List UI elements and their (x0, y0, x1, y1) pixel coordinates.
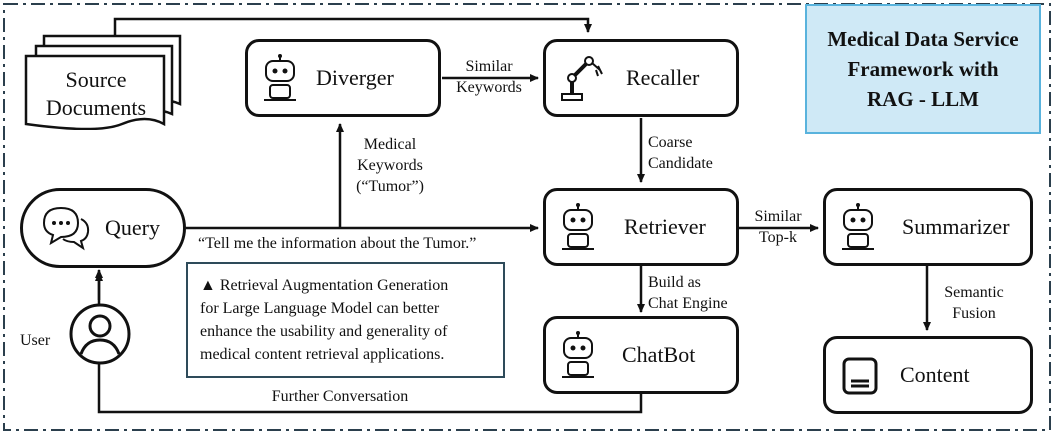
title-line: RAG - LLM (867, 87, 979, 111)
content-label: Content (900, 362, 970, 387)
medical-keywords-label: Medical Keywords (“Tumor”) (356, 136, 424, 195)
robot-icon (562, 203, 594, 250)
title-line: Medical Data Service (827, 27, 1019, 51)
similar-topk-label: Similar Top-k (754, 208, 802, 246)
content-node[interactable]: Content (823, 336, 1033, 414)
content-document-icon (842, 357, 878, 395)
recaller-label: Recaller (626, 65, 700, 90)
source-documents-label: Source Documents (45, 67, 147, 120)
user-icon (69, 303, 131, 365)
summarizer-node[interactable]: Summarizer (823, 188, 1033, 266)
chatbot-label: ChatBot (622, 342, 696, 367)
build-chat-engine-label: Build as Chat Engine (648, 274, 728, 312)
recaller-node[interactable]: Recaller (543, 39, 739, 117)
query-text-label: “Tell me the information about the Tumor… (198, 235, 477, 252)
robot-icon (264, 54, 296, 101)
note-line: medical content retrieval applications. (200, 346, 445, 363)
note-line: ▲ Retrieval Augmentation Generation (200, 277, 449, 294)
diverger-label: Diverger (316, 65, 394, 90)
edge-source-to-recaller (113, 17, 592, 38)
title-line: Framework with (847, 57, 999, 81)
diverger-node[interactable]: Diverger (245, 39, 441, 117)
query-label: Query (105, 215, 160, 240)
robot-arm-icon (561, 56, 603, 101)
retriever-node[interactable]: Retriever (543, 188, 739, 266)
chat-bubbles-icon (42, 206, 90, 251)
query-node[interactable]: Query (20, 188, 186, 268)
coarse-candidate-label: Coarse Candidate (648, 134, 713, 172)
chatbot-node[interactable]: ChatBot (543, 316, 739, 394)
semantic-fusion-label: Semantic Fusion (944, 284, 1004, 322)
note-line: for Large Language Model can better (200, 300, 440, 317)
summarizer-label: Summarizer (902, 214, 1010, 239)
note-box: ▲ Retrieval Augmentation Generation for … (186, 262, 505, 378)
document-icon (24, 34, 182, 130)
retriever-label: Retriever (624, 214, 706, 239)
robot-icon (842, 203, 874, 250)
similar-keywords-label: Similar Keywords (456, 58, 522, 96)
user-label: User (20, 332, 51, 349)
robot-icon (562, 331, 594, 378)
note-line: enhance the usability and generality of (200, 323, 448, 340)
further-conversation-label: Further Conversation (271, 388, 409, 405)
outer-frame (3, 3, 1051, 431)
title-box: Medical Data Service Framework with RAG … (805, 4, 1041, 134)
